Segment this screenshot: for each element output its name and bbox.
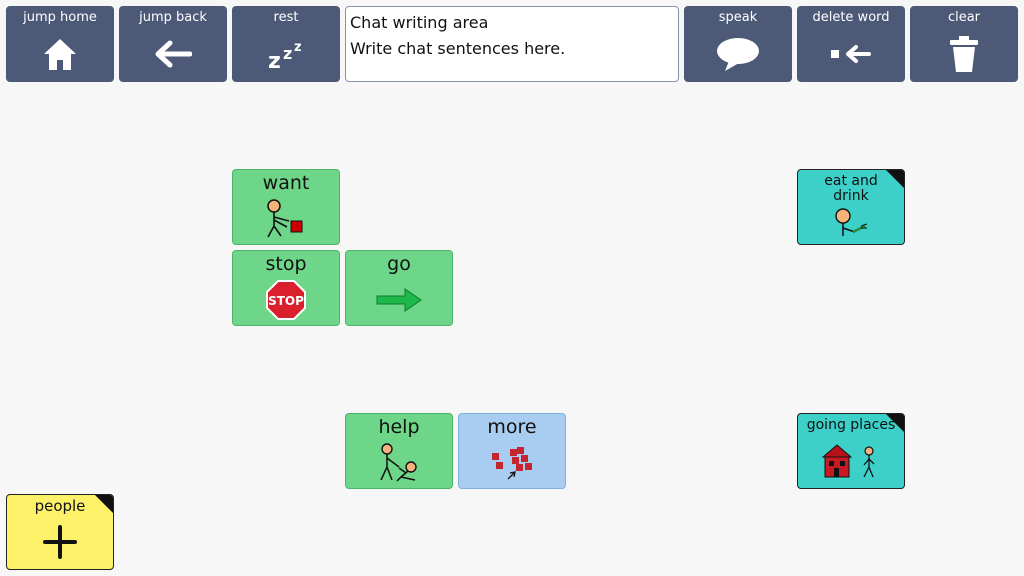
jump-back-label: jump back <box>139 10 207 25</box>
folder-corner-icon <box>886 170 904 188</box>
help-label: help <box>378 416 420 438</box>
svg-text:z: z <box>283 44 292 63</box>
help-icon <box>375 438 423 488</box>
jump-home-label: jump home <box>23 10 97 25</box>
stop-label: stop <box>265 253 307 275</box>
eat-and-drink-label: eat and drink <box>824 173 878 204</box>
zzz-icon: z z z <box>266 34 306 74</box>
want-icon <box>261 194 311 244</box>
plus-icon <box>43 514 77 569</box>
want-label: want <box>262 172 310 194</box>
arrow-right-icon <box>375 275 423 325</box>
svg-text:z: z <box>294 40 302 55</box>
jump-home-button[interactable]: jump home <box>6 6 114 82</box>
going-places-icon <box>821 433 881 488</box>
folder-corner-icon <box>886 414 904 432</box>
clear-button[interactable]: clear <box>910 6 1018 82</box>
want-button[interactable]: want <box>232 169 340 245</box>
going-places-label: going places <box>806 417 896 433</box>
go-label: go <box>387 253 411 275</box>
more-blocks-icon <box>488 438 536 488</box>
people-label: people <box>34 497 86 515</box>
delete-word-label: delete word <box>812 10 890 25</box>
help-button[interactable]: help <box>345 413 453 489</box>
going-places-button[interactable]: going places <box>797 413 905 489</box>
chat-area-title: Chat writing area <box>350 13 489 32</box>
speech-bubble-icon <box>715 34 761 74</box>
more-button[interactable]: more <box>458 413 566 489</box>
chat-area-hint: Write chat sentences here. <box>350 39 566 58</box>
folder-corner-icon <box>95 495 113 513</box>
people-button[interactable]: people <box>6 494 114 570</box>
svg-text:z: z <box>268 49 281 71</box>
go-button[interactable]: go <box>345 250 453 326</box>
eat-and-drink-button[interactable]: eat and drink <box>797 169 905 245</box>
delete-word-button[interactable]: delete word <box>797 6 905 82</box>
stop-sign-text: STOP <box>268 294 304 308</box>
trash-icon <box>948 34 980 74</box>
speak-button[interactable]: speak <box>684 6 792 82</box>
clear-label: clear <box>947 10 981 25</box>
speak-label: speak <box>718 10 758 25</box>
eat-icon <box>831 204 871 244</box>
more-label: more <box>487 416 537 438</box>
backspace-icon <box>829 34 873 74</box>
jump-back-button[interactable]: jump back <box>119 6 227 82</box>
stop-sign-icon: STOP <box>265 275 307 325</box>
rest-button[interactable]: rest z z z <box>232 6 340 82</box>
home-icon <box>42 34 78 74</box>
arrow-left-icon <box>154 34 192 74</box>
rest-label: rest <box>273 10 299 25</box>
chat-writing-area[interactable]: Chat writing area Write chat sentences h… <box>345 6 679 82</box>
stop-button[interactable]: stop STOP <box>232 250 340 326</box>
